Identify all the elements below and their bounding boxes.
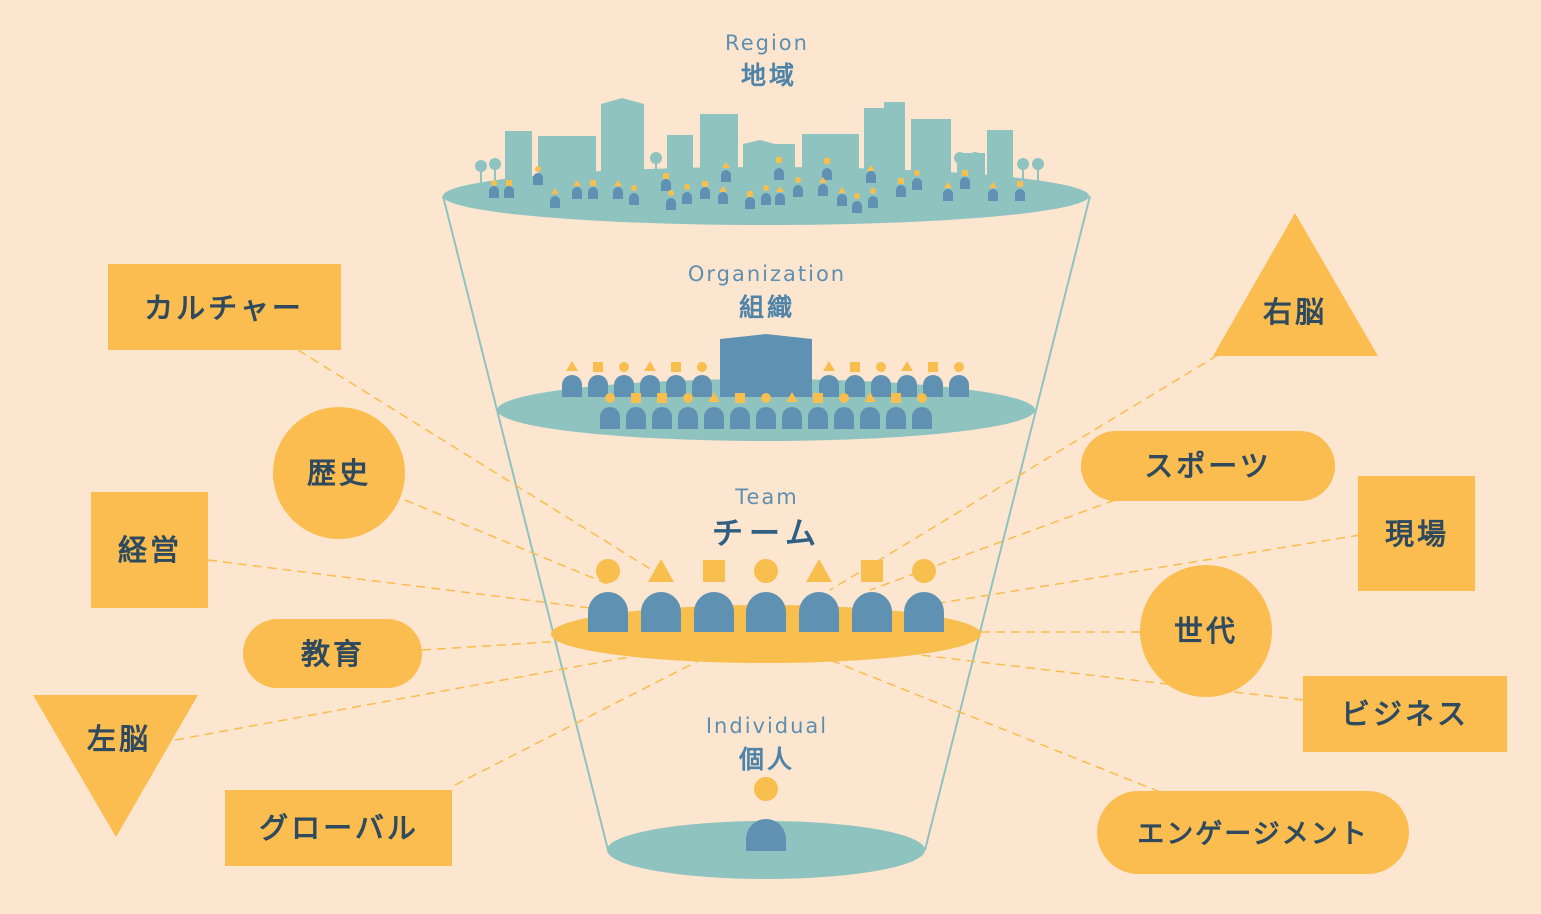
region-level: Region 地域	[443, 31, 1089, 225]
tag-generation-label: 世代	[1174, 614, 1238, 648]
organization-heads-back	[566, 361, 964, 372]
team-heads	[596, 559, 936, 583]
tag-history: 歴史	[273, 407, 405, 539]
tag-generation: 世代	[1140, 565, 1272, 697]
individual-level: Individual 個人	[607, 714, 925, 879]
team-level: Team チーム	[551, 485, 981, 663]
tag-left-brain-label: 左脳	[87, 722, 151, 756]
tag-global: グローバル	[225, 790, 452, 866]
region-heads	[491, 157, 1023, 199]
tag-field-label: 現場	[1385, 517, 1449, 551]
tag-sports: スポーツ	[1081, 431, 1335, 501]
individual-head	[754, 777, 778, 801]
tag-culture-label: カルチャー	[144, 291, 304, 325]
tag-global-label: グローバル	[259, 811, 419, 845]
organization-label-en: Organization	[688, 262, 846, 286]
tag-right-brain: 右脳	[1213, 213, 1378, 356]
tag-field: 現場	[1358, 476, 1475, 591]
organization-people-front	[600, 407, 932, 429]
organization-building	[720, 334, 812, 397]
connector-lines	[174, 349, 1361, 793]
tag-left-brain: 左脳	[33, 695, 198, 837]
tag-engagement: エンゲージメント	[1097, 791, 1409, 874]
tag-culture: カルチャー	[108, 264, 341, 350]
individual-person	[746, 819, 786, 851]
region-label-en: Region	[725, 31, 809, 55]
tag-business: ビジネス	[1303, 676, 1507, 752]
organization-label-jp: 組織	[739, 293, 795, 322]
individual-label-jp: 個人	[738, 745, 795, 774]
team-people	[588, 592, 944, 632]
tag-right-brain-label: 右脳	[1263, 295, 1327, 329]
organization-people-back	[562, 375, 969, 397]
region-label-jp: 地域	[741, 61, 797, 90]
team-label-jp: チーム	[712, 516, 822, 552]
tag-sports-label: スポーツ	[1144, 449, 1271, 483]
funnel-outline	[442, 195, 1091, 851]
region-people	[489, 168, 1025, 213]
tag-management-label: 経営	[118, 533, 182, 567]
tag-engagement-label: エンゲージメント	[1137, 819, 1368, 850]
organization-level: Organization 組織	[497, 262, 1035, 441]
team-label-en: Team	[734, 485, 799, 509]
tag-business-label: ビジネス	[1341, 697, 1469, 731]
tag-education-label: 教育	[301, 637, 365, 671]
individual-label-en: Individual	[706, 714, 828, 738]
tag-management: 経営	[91, 492, 208, 608]
tag-history-label: 歴史	[307, 456, 371, 490]
tag-education: 教育	[243, 619, 422, 688]
organization-heads-front	[605, 392, 927, 403]
